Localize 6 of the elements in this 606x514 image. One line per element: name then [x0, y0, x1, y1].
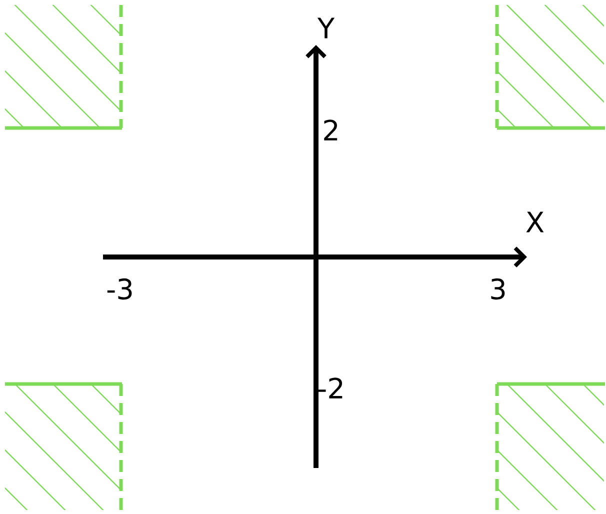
tick-label: 3	[491, 278, 505, 300]
axis-label: X	[526, 212, 544, 232]
axis-label: Y	[317, 18, 335, 38]
tick-label: 2	[324, 120, 338, 140]
tick-label: -3	[107, 278, 132, 300]
tick-label: -2	[318, 378, 342, 398]
